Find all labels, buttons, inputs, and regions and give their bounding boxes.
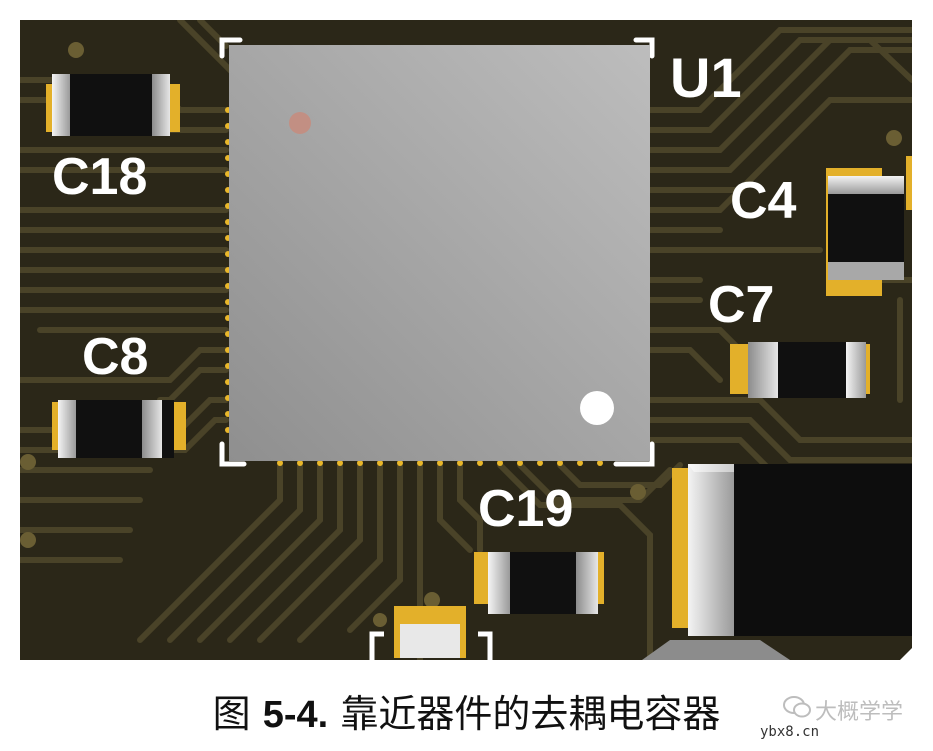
capacitor-C8 [52,400,186,458]
caption-prefix: 图 [212,692,263,736]
pcb-diagram: U1 C18 C4 C7 C8 C19 [20,20,912,660]
wechat-icon [783,696,811,718]
pin1-marker [289,112,311,134]
capacitor-C7 [730,342,870,398]
caption-number: 5-4. [262,694,329,736]
caption-text: 靠近器件的去耦电容器 [328,692,721,736]
chip-U1 [219,37,655,467]
chip-outline-corners [219,37,655,467]
label-C7: C7 [708,276,774,334]
label-C4: C4 [730,172,797,230]
capacitor-C19 [474,552,604,614]
vias [20,42,902,627]
label-U1: U1 [670,46,742,109]
figure-caption: 图 5-4. 靠近器件的去耦电容器 [0,683,933,738]
orientation-dot [580,391,614,425]
large-capacitor [672,464,912,636]
capacitor-C18 [46,74,180,136]
copper-traces [20,20,912,660]
watermark-text: 大概学学 [815,700,904,725]
label-C19: C19 [478,480,573,538]
partial-component [642,640,790,660]
label-C8: C8 [82,328,148,386]
capacitor-C4 [826,156,912,296]
small-component [369,606,493,660]
watermark-url: ybx8.cn [760,724,820,740]
label-C18: C18 [52,148,147,206]
